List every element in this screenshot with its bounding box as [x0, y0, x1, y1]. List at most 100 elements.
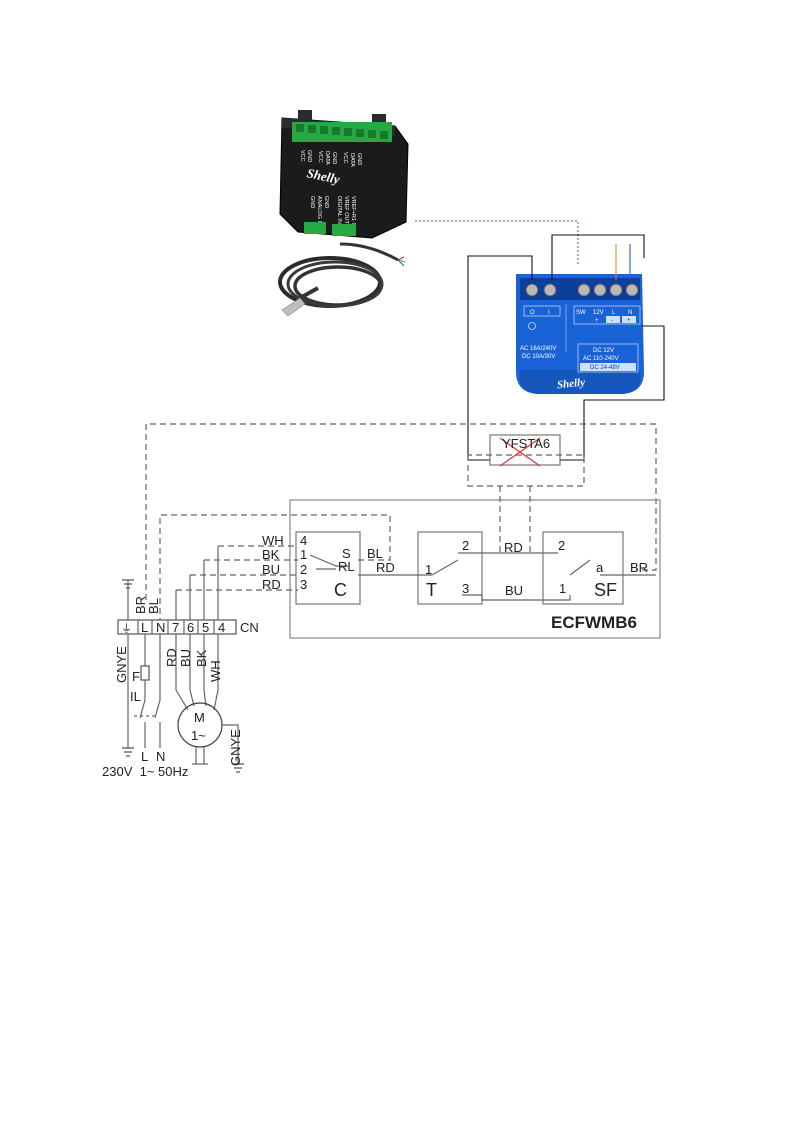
wire-label-rd-vertical: RD: [164, 648, 179, 667]
thermostat-pin: 3: [462, 581, 469, 596]
removed-cross-icon: [499, 437, 541, 467]
temperature-sensor-probe: [281, 297, 306, 317]
addon-pin-label: GND: [306, 150, 312, 162]
motor-label-phase: 1~: [191, 728, 206, 743]
relay-label-rl: RL: [338, 559, 355, 574]
relay-polarity-label: +: [627, 318, 631, 324]
motor-label-m: M: [194, 710, 205, 725]
relay-polarity-label: -: [611, 318, 613, 324]
relay-external-wires: [467, 234, 665, 461]
relay-supply-dc12: DC 12V: [593, 348, 614, 354]
wire-label-rd-out: RD: [376, 560, 395, 575]
relay-pin: 2: [300, 562, 307, 577]
thermostat-block-t: [417, 531, 483, 605]
wire-label-rd-top: RD: [504, 540, 523, 555]
fuse-label: F: [132, 669, 140, 684]
relay-device: O I SW 12V L N + - + AC 16A/240V DC 10A/…: [516, 274, 644, 394]
relay-supply-dc48: DC 24-48V: [590, 365, 620, 371]
terminal-label: 4: [218, 620, 225, 635]
addon-to-relay-link: [415, 220, 579, 264]
switch-pin: 1: [559, 581, 566, 596]
ground-terminal-icon: ⏚: [121, 622, 132, 635]
terminal-strip: [117, 619, 237, 635]
isolator-label: IL: [130, 689, 141, 704]
relay-block-c: [295, 531, 361, 605]
wire-label-wh-vertical: WH: [208, 660, 223, 682]
lamp-symbol-icon: [528, 322, 536, 330]
addon-pin-label: GND: [356, 153, 362, 165]
terminal-label: 5: [202, 620, 209, 635]
relay-terminal-label: 12V: [593, 310, 604, 316]
relay-pin: 3: [300, 577, 307, 592]
relay-pin: 4: [300, 533, 307, 548]
wire-label-bl-vertical: BL: [146, 598, 161, 614]
removed-component-label: YFSTA6: [502, 436, 550, 451]
relay-brand-logo: Shelly: [556, 376, 585, 391]
addon-pin-label: VCC: [342, 152, 348, 164]
relay-output-rating-dc: DC 10A/30V: [522, 354, 555, 360]
addon-brand-logo: Shelly: [305, 165, 341, 187]
switch-block-sf: [542, 531, 624, 605]
relay-terminal-block: [520, 278, 640, 300]
relay-label-s: S: [342, 546, 351, 561]
addon-pin-label: GND: [309, 196, 315, 208]
supply-voltage-label: 230V 1~ 50Hz: [102, 764, 188, 779]
relay-terminal-label: I: [548, 310, 550, 316]
wire-label-gnye-left: GNYE: [114, 646, 129, 683]
schematic-labels: YFSTA6 ECFWMB6 WH BK BU RD 4 1 2 3 S RL …: [102, 436, 648, 779]
switch-pin: 2: [558, 538, 565, 553]
relay-polarity-label: +: [595, 318, 599, 324]
fuse-symbol: [140, 665, 150, 681]
relay-terminal-label: O: [530, 310, 535, 316]
wire-label-bk-vertical: BK: [194, 649, 209, 667]
relay-terminal-label: N: [628, 310, 632, 316]
addon-pin-label: VREF OUT: [343, 196, 349, 224]
wire-label-bl: BL: [367, 546, 383, 561]
wire-label-br: BR: [133, 596, 148, 614]
addon-pin-label: VREF+R1 OUT: [350, 196, 356, 235]
addon-pin-label: VCC: [299, 150, 305, 162]
addon-top-pin-labels: VCC GND VCC DATA GND VCC DATA GND: [299, 150, 362, 167]
wire-label-rd: RD: [262, 577, 281, 592]
addon-pin-label: DATA: [349, 153, 355, 167]
temperature-sensor-cable: [278, 242, 406, 308]
addon-pin-label: GND: [331, 152, 337, 164]
relay-output-rating-ac: AC 16A/240V: [520, 346, 556, 352]
addon-bottom-terminal-block: [304, 222, 356, 236]
addon-pin-label: DIGITAL IN: [336, 196, 342, 224]
thermostat-pin: 1: [425, 562, 432, 577]
wire-label-br-right: BR: [630, 560, 648, 575]
thermostat-pin: 2: [462, 538, 469, 553]
relay-terminal-label: L: [612, 310, 616, 316]
schematic: [117, 423, 661, 773]
addon-pin-label: GND: [323, 196, 329, 208]
wire-label-bu: BU: [262, 562, 280, 577]
removed-component-box: [489, 434, 561, 466]
addon-pin-label: DATA: [324, 151, 330, 165]
relay-block-name: C: [334, 580, 347, 600]
terminal-label: 6: [187, 620, 194, 635]
terminal-label: N: [156, 620, 165, 635]
wire-label-bu-vertical: BU: [178, 649, 193, 667]
relay-pin: 1: [300, 547, 307, 562]
terminal-label: L: [141, 620, 148, 635]
wire-label-bu-bottom: BU: [505, 583, 523, 598]
unit-name-label: ECFWMB6: [551, 613, 637, 632]
terminal-strip-label: CN: [240, 620, 259, 635]
wire-label-bk: BK: [262, 547, 280, 562]
relay-supply-ac: AC 110-240V: [583, 356, 619, 362]
switch-pin: a: [596, 560, 604, 575]
wire-label-gnye-motor: GNYE: [228, 729, 243, 766]
addon-pin-label: VCC: [317, 151, 323, 163]
addon-device: VCC GND VCC DATA GND VCC DATA GND Shelly…: [279, 110, 409, 239]
relay-terminal-label: SW: [576, 310, 586, 316]
addon-bottom-pin-labels: GND ANALOG IN GND DIGITAL IN VREF OUT VR…: [309, 196, 356, 235]
supply-terminal-label: N: [156, 749, 165, 764]
supply-terminal-label: L: [141, 749, 148, 764]
addon-pin-label: ANALOG IN: [316, 196, 322, 226]
wire-label-wh: WH: [262, 533, 284, 548]
switch-block-name: SF: [594, 580, 617, 600]
thermostat-block-name: T: [426, 580, 437, 600]
terminal-label: 7: [172, 620, 179, 635]
